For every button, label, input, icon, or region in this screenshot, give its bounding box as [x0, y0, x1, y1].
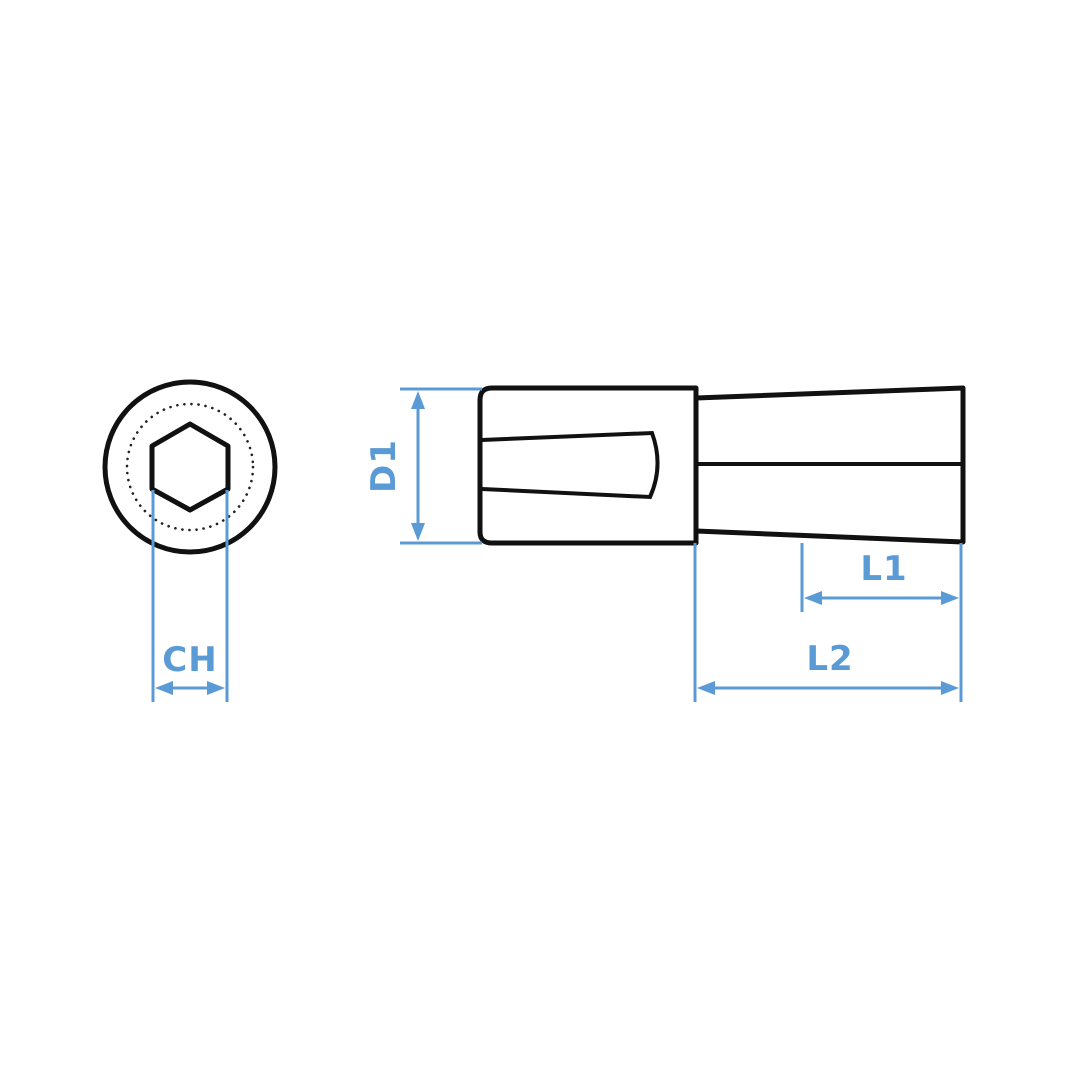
d1-label: D1 — [364, 439, 404, 493]
l1-label: L1 — [860, 549, 907, 589]
side-view — [477, 385, 966, 546]
end-view-outer-circle — [102, 379, 278, 555]
l2-dimension: L2 — [693, 543, 959, 702]
ch-arrow-left — [155, 681, 173, 695]
ch-dimension: CH — [151, 490, 229, 702]
hex-socket-opening — [149, 421, 231, 513]
l2-label: L2 — [806, 639, 853, 679]
l1-arrow-left — [804, 591, 822, 605]
d1-dimension: D1 — [364, 387, 482, 545]
ch-label: CH — [162, 640, 217, 680]
d1-arrow-top — [411, 391, 425, 409]
end-view — [102, 379, 278, 555]
socket-body — [477, 385, 699, 546]
ch-arrow-right — [207, 681, 225, 695]
l1-arrow-right — [941, 591, 959, 605]
d1-arrow-bottom — [411, 523, 425, 541]
end-view-dotted-circle — [125, 402, 255, 532]
l2-arrow-left — [697, 681, 715, 695]
l1-dimension: L1 — [800, 543, 963, 702]
l2-arrow-right — [941, 681, 959, 695]
socket-hex-cavity — [481, 430, 660, 500]
